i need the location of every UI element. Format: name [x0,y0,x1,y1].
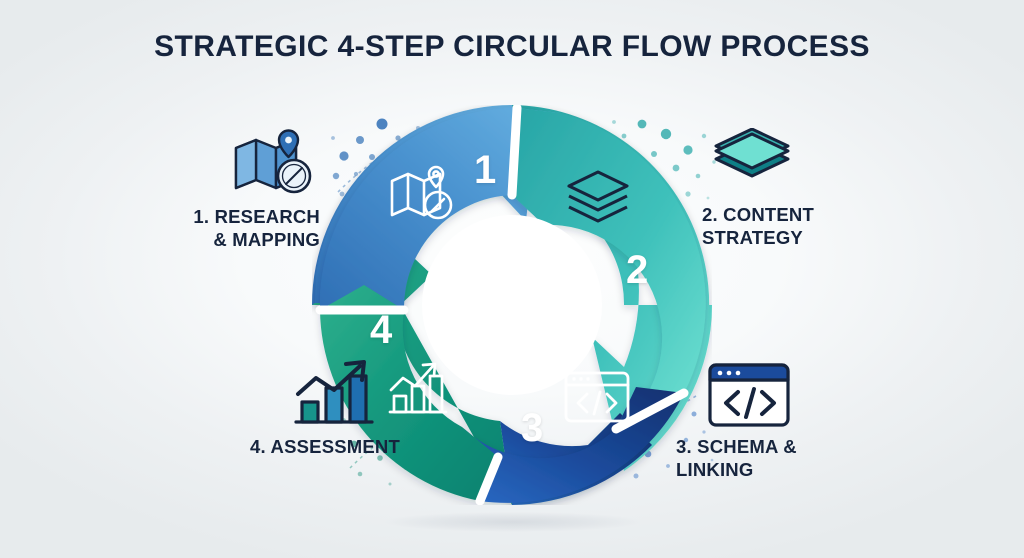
step-1-label-block[interactable]: 1. RESEARCH & MAPPING [105,128,320,251]
quadrant-2[interactable] [512,108,706,429]
step-2-label-block[interactable]: 2. CONTENT STRATEGY [702,128,917,249]
map-compass-icon [234,129,312,194]
step-3-label-block[interactable]: 3. SCHEMA & LINKING [676,360,891,481]
quadrant-4[interactable] [320,285,498,501]
center-hub [422,215,602,395]
layers-stack-icon [714,128,790,178]
step-2-label-line2: STRATEGY [702,226,803,248]
step-1-label-line2: & MAPPING [213,228,320,250]
step-4-label-line1: 4. ASSESSMENT [250,436,400,457]
page-title: STRATEGIC 4-STEP CIRCULAR FLOW PROCESS [154,30,870,63]
bar-chart-growth-icon [294,360,374,424]
wheel-shadow [385,512,641,532]
step-1-label-line1: 1. RESEARCH [193,206,320,227]
step-3-label-line2: LINKING [676,458,754,480]
code-browser-icon [708,363,790,427]
step-3-label-line1: 3. SCHEMA & [676,436,797,457]
step-4-label-block[interactable]: 4. ASSESSMENT [185,358,400,459]
step-2-label-line1: 2. CONTENT [702,204,814,225]
